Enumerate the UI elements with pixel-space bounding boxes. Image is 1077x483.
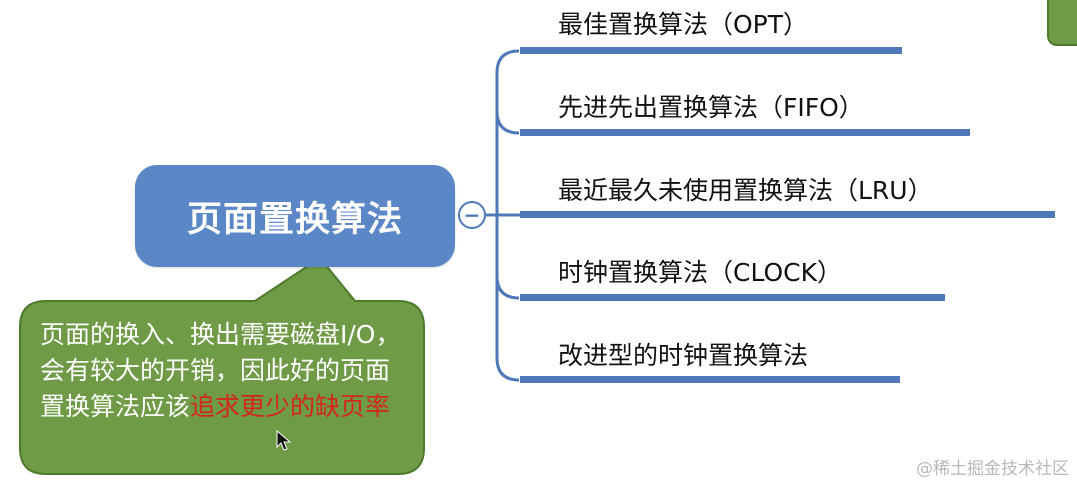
branch-label-lru[interactable]: 最近最久未使用置换算法（LRU） <box>558 176 933 205</box>
corner-shape <box>1047 0 1077 46</box>
branch-underline-clock <box>520 294 945 301</box>
branch-underline-opt <box>520 47 902 54</box>
callout-text: 页面的换入、换出需要磁盘I/O，会有较大的开销，因此好的页面置换算法应该追求更少… <box>40 317 412 425</box>
collapse-toggle-icon[interactable]: − <box>458 201 486 229</box>
branch-label-clock[interactable]: 时钟置换算法（CLOCK） <box>558 258 843 287</box>
branch-underline-improved-clock <box>520 376 900 383</box>
branch-underline-fifo <box>520 129 970 136</box>
central-node[interactable]: 页面置换算法 <box>135 165 455 267</box>
watermark: @稀土掘金技术社区 <box>916 459 1069 479</box>
callout-highlight: 追求更少的缺页率 <box>190 392 391 421</box>
branch-curve-2 <box>495 110 520 135</box>
callout-bubble <box>19 256 425 475</box>
central-node-label: 页面置换算法 <box>186 199 403 240</box>
branch-underline-lru <box>520 211 1055 218</box>
callout-body: 页面的换入、换出需要磁盘I/O，会有较大的开销，因此好的页面置换算法应该 <box>40 320 401 421</box>
branch-label-improved-clock[interactable]: 改进型的时钟置换算法 <box>558 341 809 370</box>
branch-curve-4 <box>495 275 520 300</box>
mouse-cursor-icon <box>276 430 292 451</box>
branch-label-opt[interactable]: 最佳置换算法（OPT） <box>558 10 809 39</box>
branch-label-fifo[interactable]: 先进先出置换算法（FIFO） <box>558 93 864 122</box>
